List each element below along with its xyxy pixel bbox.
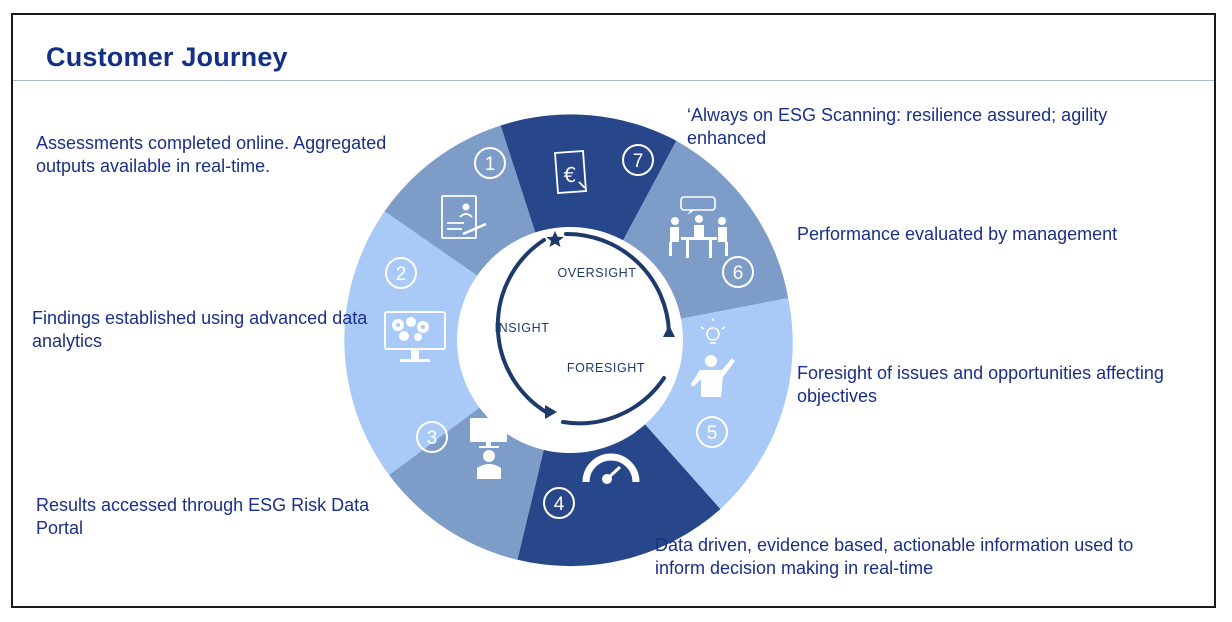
user-at-computer-icon (470, 418, 507, 479)
inner-circle (457, 227, 683, 453)
person-lightbulb-icon (691, 318, 735, 397)
star-icon (546, 231, 564, 247)
title-divider (13, 80, 1214, 81)
step-number-4: 4 (554, 494, 565, 515)
document-icon (441, 195, 487, 239)
step-badge-3: 3 (416, 421, 448, 453)
step-number-1: 1 (485, 154, 496, 175)
step-badge-7: 7 (622, 144, 654, 176)
oversight-label: OVERSIGHT (557, 266, 636, 280)
step-7-description: ‘Always on ESG Scanning: resilience assu… (687, 105, 1108, 148)
page-title: Customer Journey (46, 42, 288, 72)
insight-label: INSIGHT (495, 321, 550, 335)
segment-7 (500, 114, 677, 341)
step-badge-6: 6 (722, 256, 754, 288)
step-badge-4: 4 (543, 487, 575, 519)
foresight-label: FORESIGHT (567, 361, 645, 375)
step-number-2: 2 (396, 264, 407, 285)
svg-text:€: € (564, 163, 577, 187)
step-badge-5: 5 (696, 416, 728, 448)
step-1-description: Assessments completed online. Aggregated… (36, 133, 387, 176)
step-number-6: 6 (733, 263, 744, 284)
step-2-description: Findings established using advanced data… (32, 308, 368, 351)
meeting-icon (669, 196, 728, 258)
cycle-arrow-lower (561, 376, 666, 426)
step-3-description: Results accessed through ESG Risk Data P… (36, 495, 370, 538)
cycle-arrow-upper (564, 231, 671, 334)
monitor-gears-icon (384, 311, 446, 362)
step-6-description: Performance evaluated by management (797, 224, 1118, 244)
step-number-5: 5 (707, 423, 718, 444)
gauge-icon (582, 453, 640, 484)
arrowhead-insight (545, 405, 557, 419)
step-number-7: 7 (633, 151, 644, 172)
arrowhead-foresight (663, 325, 675, 337)
euro-document-icon: € (554, 150, 587, 194)
step-4-description: Data driven, evidence based, actionable … (655, 535, 1134, 578)
step-badge-1: 1 (474, 147, 506, 179)
step-5-description: Foresight of issues and opportunities af… (797, 363, 1164, 406)
cycle-arrow-left (495, 238, 548, 414)
step-badge-2: 2 (385, 257, 417, 289)
step-number-3: 3 (427, 428, 438, 449)
